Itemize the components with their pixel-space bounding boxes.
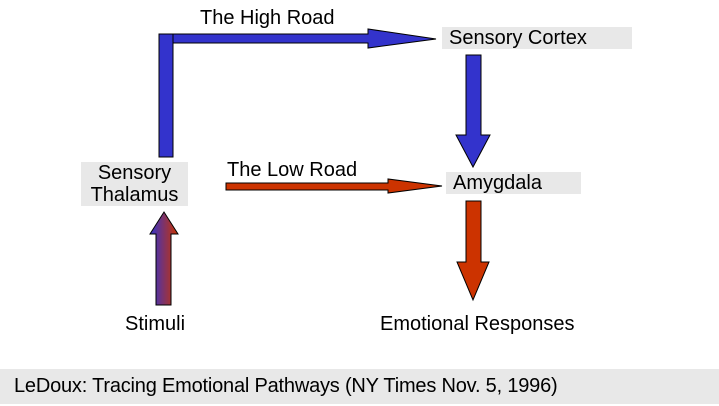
cortex-to-amygdala-arrow — [455, 54, 491, 169]
low-road-label: The Low Road — [227, 159, 358, 181]
amygdala-to-responses-arrow — [456, 200, 490, 302]
sensory-thalamus-label-line1: Sensory — [97, 162, 172, 184]
high-road-arrow — [166, 28, 437, 49]
sensory-thalamus-node: Sensory Thalamus — [81, 162, 188, 206]
amygdala-node: Amygdala — [446, 172, 581, 194]
low-road-arrow — [225, 178, 443, 194]
stimuli-label: Stimuli — [125, 313, 186, 335]
high-road-arrow-vertical — [158, 33, 174, 158]
stimuli-to-thalamus-arrow — [149, 211, 179, 306]
citation-caption: LeDoux: Tracing Emotional Pathways (NY T… — [0, 369, 719, 404]
high-road-label: The High Road — [200, 7, 335, 29]
amygdala-label: Amygdala — [453, 172, 542, 194]
sensory-thalamus-label-line2: Thalamus — [90, 184, 179, 206]
sensory-cortex-node: Sensory Cortex — [442, 27, 632, 49]
sensory-cortex-label: Sensory Cortex — [449, 27, 587, 49]
emotional-responses-label: Emotional Responses — [380, 313, 575, 335]
